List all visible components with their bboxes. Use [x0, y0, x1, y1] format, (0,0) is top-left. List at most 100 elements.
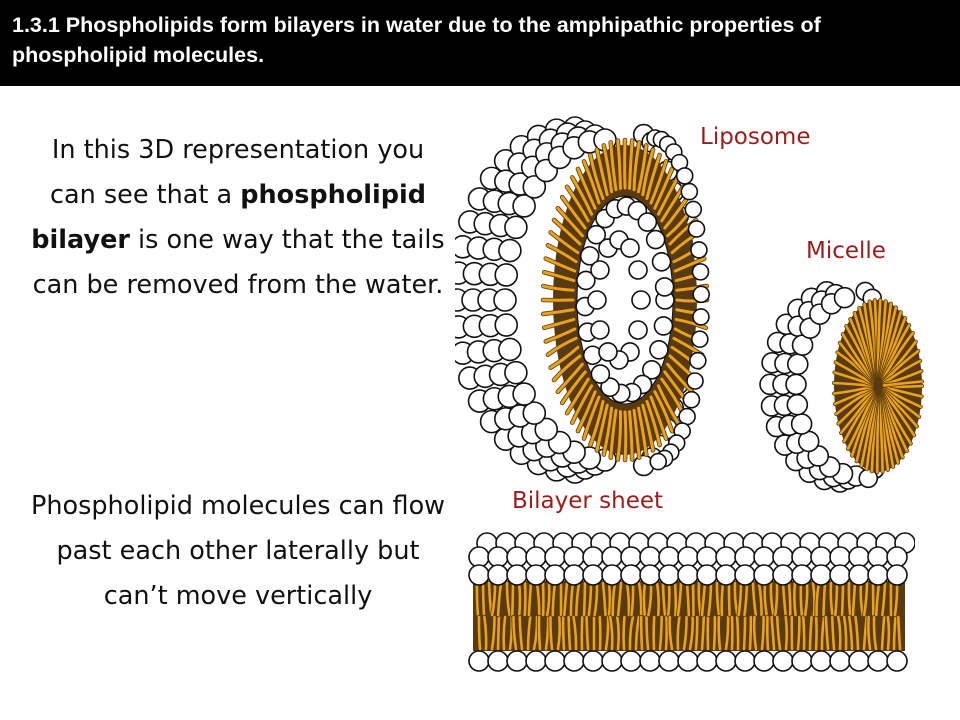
lipid-tail [519, 583, 520, 615]
phospholipid-head [640, 565, 660, 585]
lipid-tail [719, 617, 720, 649]
lipid-tail [617, 617, 618, 649]
lipid-tail [789, 583, 790, 615]
lipid-tail [644, 583, 645, 615]
lipid-tail [550, 617, 552, 649]
lipid-tail [625, 412, 626, 460]
phospholipid-head [693, 286, 709, 302]
phospholipid-head [507, 565, 527, 585]
phospholipid-head [754, 547, 774, 567]
intro-paragraph: In this 3D representation you can see th… [28, 128, 448, 308]
phospholipid-head [650, 341, 668, 359]
lipid-tail [888, 617, 889, 649]
phospholipid-head [788, 354, 808, 374]
lipid-tail [786, 617, 787, 649]
lipid-tail [539, 617, 540, 649]
phospholipid-head [526, 565, 546, 585]
phospholipid-head [687, 373, 703, 389]
phospholipid-head [495, 314, 517, 336]
phospholipid-head [654, 317, 672, 335]
phospholipid-head [887, 565, 907, 585]
phospholipid-head [697, 565, 717, 585]
lipid-tail [750, 617, 751, 649]
phospholipid-head [583, 651, 603, 671]
lipid-tail [849, 583, 850, 615]
lipid-tail [801, 583, 802, 615]
phospholipid-head [602, 565, 622, 585]
phospholipid-head [678, 651, 698, 671]
phospholipid-head [591, 261, 609, 279]
phospholipid-head [868, 565, 888, 585]
phospholipid-head [621, 547, 641, 567]
phospholipid-head [887, 651, 907, 671]
phospholipid-head [488, 651, 508, 671]
bilayer-sheet-label: Bilayer sheet [512, 488, 663, 514]
phospholipid-head [507, 651, 527, 671]
phospholipid-head [499, 338, 521, 360]
lipid-tail [803, 617, 804, 649]
phospholipid-head [773, 651, 793, 671]
lipid-tail [729, 583, 730, 615]
lipid-tail [498, 617, 499, 649]
phospholipid-head [640, 547, 660, 567]
phospholipid-head [754, 651, 774, 671]
lipid-tail [668, 583, 669, 615]
phospholipid-head [564, 547, 584, 567]
lipid-tail [483, 583, 484, 615]
phospholipid-head [830, 565, 850, 585]
phospholipid-head [513, 383, 535, 405]
phospholipid-head [691, 242, 707, 258]
phospholipid-head [588, 291, 606, 309]
phospholipid-head [599, 343, 617, 361]
phospholipid-head [735, 651, 755, 671]
lipid-tail [512, 583, 513, 615]
phospholipid-head [545, 565, 565, 585]
phospholipid-head [499, 240, 521, 262]
phospholipid-head [526, 547, 546, 567]
phospholipid-head [735, 565, 755, 585]
bilayer-sheet-illustration [465, 525, 915, 675]
movement-paragraph: Phospholipid molecules can flow past eac… [28, 484, 448, 619]
phospholipid-head [602, 651, 622, 671]
lipid-tail [654, 617, 655, 649]
phospholipid-head [545, 547, 565, 567]
phospholipid-head [690, 353, 706, 369]
phospholipid-head [621, 651, 641, 671]
phospholipid-head [754, 565, 774, 585]
phospholipid-head [659, 547, 679, 567]
lipid-tail [714, 617, 715, 649]
phospholipid-head [685, 201, 701, 217]
phospholipid-head [621, 239, 639, 257]
phospholipid-head [629, 321, 647, 339]
phospholipid-head [679, 409, 695, 425]
phospholipid-head [494, 289, 516, 311]
lipid-tail [587, 617, 588, 649]
phospholipid-head [830, 651, 850, 671]
phospholipid-head [792, 547, 812, 567]
lipid-tail [584, 583, 585, 615]
title-bar: 1.3.1 Phospholipids form bilayers in wat… [0, 0, 960, 86]
phospholipid-head [792, 565, 812, 585]
phospholipid-head [640, 651, 660, 671]
lipid-tail [504, 617, 505, 649]
liposome-illustration [455, 110, 730, 485]
phospholipid-head [650, 454, 666, 470]
phospholipid-head [591, 365, 609, 383]
phospholipid-head [583, 547, 603, 567]
lipid-tail [609, 583, 610, 615]
phospholipid-head [564, 651, 584, 671]
phospholipid-head [735, 547, 755, 567]
phospholipid-head [716, 547, 736, 567]
phospholipid-head [811, 565, 831, 585]
phospholipid-head [697, 651, 717, 671]
lipid-tail [563, 617, 564, 649]
phospholipid-head [656, 278, 674, 296]
lipid-tail [525, 583, 526, 615]
phospholipid-head [678, 547, 698, 567]
lipid-tail [767, 617, 768, 649]
phospholipid-head [697, 547, 717, 567]
phospholipid-head [632, 291, 650, 309]
phospholipid-head [835, 288, 855, 308]
lipid-tail [737, 617, 738, 649]
phospholipid-head [488, 547, 508, 567]
